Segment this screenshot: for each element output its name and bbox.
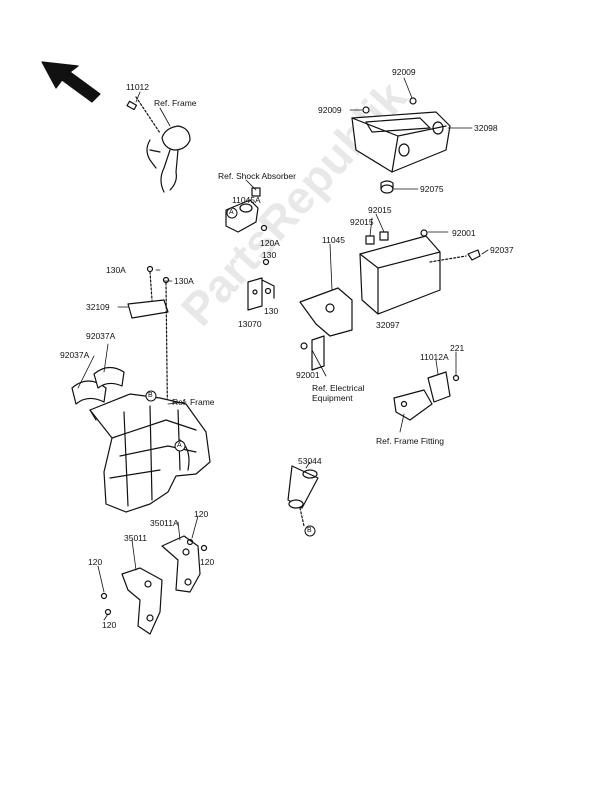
label-92075: 92075	[420, 184, 444, 194]
label-92037: 92037	[490, 245, 514, 255]
marker-a-1: A	[229, 209, 234, 216]
label-120-3: 120	[88, 557, 103, 567]
marker-a-2-icon	[174, 440, 186, 452]
label-ref-shock-absorber: Ref. Shock Absorber	[218, 171, 296, 181]
label-ref-electrical: Ref. Electrical	[312, 383, 365, 393]
label-35011: 35011	[124, 533, 148, 543]
label-ref-frame-top: Ref. Frame	[154, 98, 197, 108]
frame-drawing	[89, 393, 211, 513]
label-130A-1: 130A	[106, 265, 126, 275]
label-ref-frame-fitting: Ref. Frame Fitting	[376, 436, 445, 446]
label-120-4: 120	[102, 620, 117, 630]
label-53044: 53044	[298, 456, 322, 466]
label-32109: 32109	[86, 302, 110, 312]
label-130-a: 130	[262, 250, 277, 260]
part-11012-drawing	[126, 96, 191, 193]
label-120-2: 120	[200, 557, 215, 567]
label-35011A: 35011A	[150, 518, 179, 528]
label-221: 221	[450, 343, 465, 353]
part-11012A-drawing	[393, 371, 460, 421]
label-32097: 32097	[376, 320, 400, 330]
part-53044-drawing	[287, 465, 319, 527]
marker-b-2-icon	[304, 525, 316, 537]
label-11012: 11012	[126, 82, 150, 92]
label-92001-a: 92001	[452, 228, 476, 238]
part-35011-drawing	[100, 535, 208, 635]
label-32098: 32098	[474, 123, 498, 133]
label-120-1: 120	[194, 509, 209, 519]
reference-markers	[145, 207, 316, 537]
part-13070-drawing	[247, 277, 275, 311]
label-ref-frame-mid: Ref. Frame	[172, 397, 215, 407]
label-92009-a: 92009	[392, 67, 416, 77]
part-32098-drawing	[351, 97, 451, 194]
marker-a-1-icon	[226, 207, 238, 219]
label-92009-b: 92009	[318, 105, 342, 115]
label-92037A-2: 92037A	[60, 350, 90, 360]
label-11045A: 11045A	[232, 195, 261, 205]
label-92015-a: 92015	[368, 205, 392, 215]
part-32097-drawing	[359, 229, 481, 315]
marker-a-2: A	[177, 442, 182, 449]
label-equipment: Equipment	[312, 393, 353, 403]
part-11045-drawing	[299, 287, 353, 371]
label-130A-2: 130A	[174, 276, 194, 286]
label-13070: 13070	[238, 319, 262, 329]
label-11045: 11045	[322, 235, 346, 245]
label-92037A-1: 92037A	[86, 331, 116, 341]
marker-b-1-icon	[145, 390, 157, 402]
marker-b-1: B	[148, 392, 153, 399]
leader-lines	[77, 77, 489, 621]
marker-b-2: B	[307, 527, 312, 534]
direction-arrow-icon	[41, 61, 101, 103]
part-92037A-drawing	[71, 366, 125, 405]
label-11012A: 11012A	[420, 352, 449, 362]
label-130-b: 130	[264, 306, 279, 316]
label-92001-b: 92001	[296, 370, 320, 380]
label-120A: 120A	[260, 238, 280, 248]
label-92015-b: 92015	[350, 217, 374, 227]
